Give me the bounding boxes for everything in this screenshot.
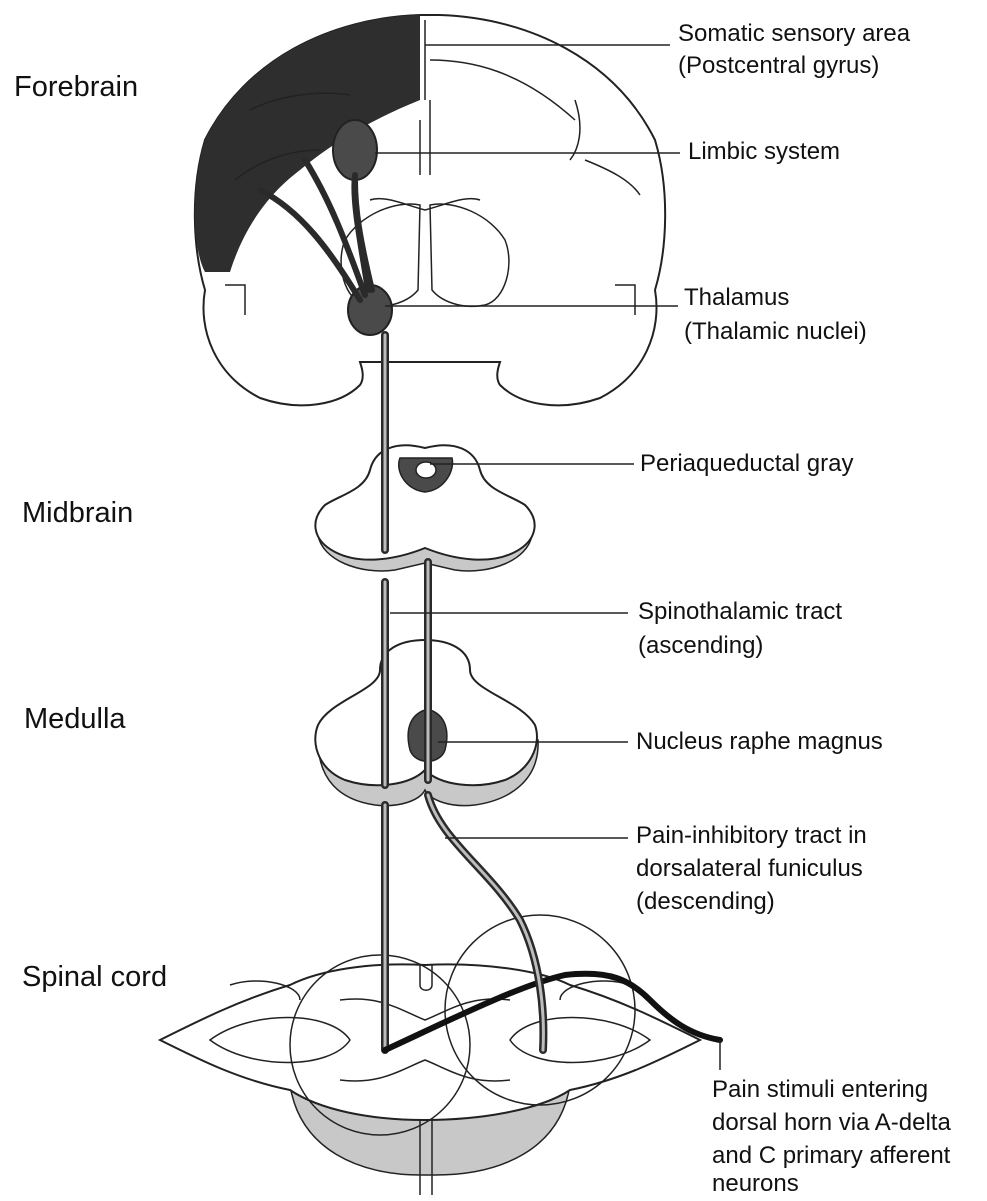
region-forebrain: Forebrain — [14, 70, 138, 104]
forebrain-section — [195, 15, 665, 405]
label-descending: (descending) — [636, 886, 775, 918]
region-medulla: Medulla — [24, 702, 126, 736]
region-midbrain: Midbrain — [22, 496, 133, 530]
label-dorsalateral-funiculus: dorsalateral funiculus — [636, 853, 863, 885]
spinal-cord-outline — [160, 964, 700, 1120]
label-ascending: (ascending) — [638, 630, 763, 662]
label-dorsal-horn: dorsal horn via A-delta — [712, 1107, 951, 1139]
label-spinothalamic-tract: Spinothalamic tract — [638, 596, 842, 628]
label-pain-stimuli: Pain stimuli entering — [712, 1074, 928, 1106]
label-limbic-system: Limbic system — [688, 136, 840, 168]
label-nucleus-raphe-magnus: Nucleus raphe magnus — [636, 726, 883, 758]
label-thalamic-nuclei: (Thalamic nuclei) — [684, 316, 867, 348]
region-spinal-cord: Spinal cord — [22, 960, 167, 994]
label-pain-inhibitory-tract: Pain-inhibitory tract in — [636, 820, 867, 852]
label-periaqueductal-gray: Periaqueductal gray — [640, 448, 853, 480]
limbic-system-nucleus — [333, 120, 377, 180]
label-somatic-sensory-area: Somatic sensory area — [678, 18, 910, 50]
label-postcentral-gyrus: (Postcentral gyrus) — [678, 50, 879, 82]
label-neurons: neurons — [712, 1168, 799, 1200]
spinal-cord-section — [160, 915, 700, 1195]
label-thalamus: Thalamus — [684, 282, 789, 314]
